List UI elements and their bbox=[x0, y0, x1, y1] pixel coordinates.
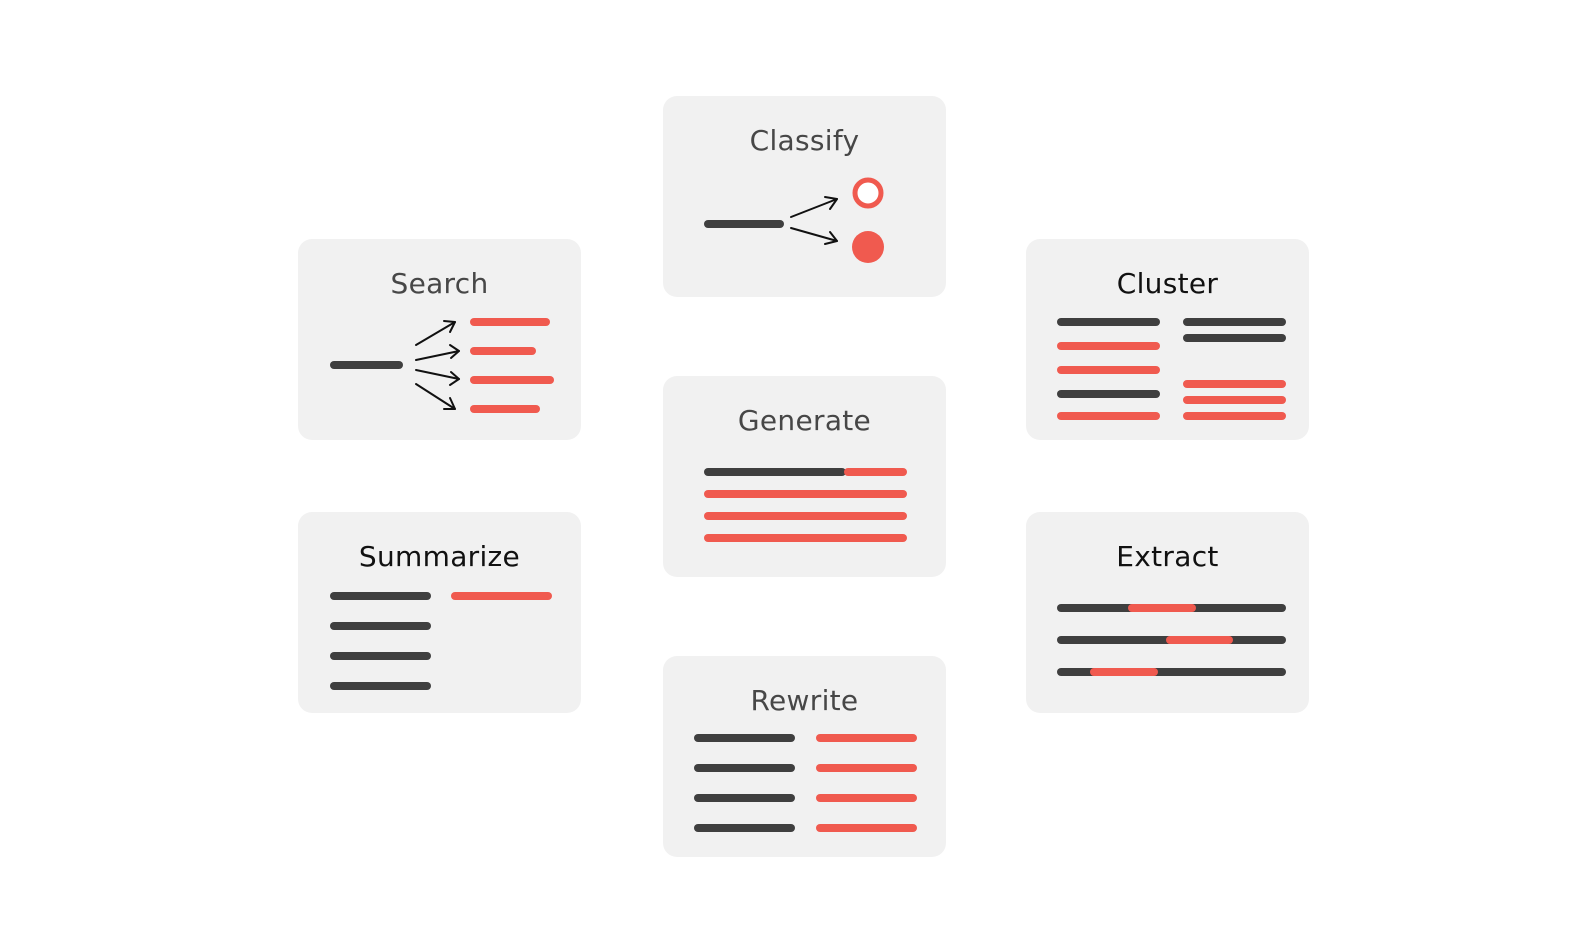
summarize-title: Summarize bbox=[358, 540, 521, 573]
extract-card: Extract bbox=[1026, 512, 1309, 713]
generate-card: Generate bbox=[663, 376, 946, 577]
cluster-illustration bbox=[1057, 318, 1286, 420]
classify-arrow-down-icon bbox=[790, 227, 838, 245]
extract-illustration bbox=[1057, 604, 1286, 676]
classify-title: Classify bbox=[749, 124, 860, 157]
rewrite-title: Rewrite bbox=[750, 684, 859, 717]
cluster-card: Cluster bbox=[1026, 239, 1309, 440]
search-title: Search bbox=[390, 267, 489, 300]
classify-card: Classify bbox=[663, 96, 946, 297]
rewrite-card: Rewrite bbox=[663, 656, 946, 857]
classify-filled-circle-icon bbox=[852, 231, 884, 263]
summarize-card: Summarize bbox=[298, 512, 581, 713]
search-arrow-1-icon bbox=[415, 320, 456, 346]
search-card: Search bbox=[298, 239, 581, 440]
classify-outlined-circle-icon bbox=[852, 177, 884, 209]
search-arrow-2-icon bbox=[415, 344, 460, 361]
summarize-illustration bbox=[330, 592, 552, 690]
generate-title: Generate bbox=[737, 404, 872, 437]
search-arrow-4-icon bbox=[415, 383, 456, 410]
generate-illustration bbox=[704, 468, 907, 542]
classify-arrow-up-icon bbox=[790, 196, 838, 218]
extract-title: Extract bbox=[1116, 540, 1219, 573]
classify-illustration bbox=[704, 177, 884, 263]
rewrite-illustration bbox=[694, 734, 917, 832]
cluster-title: Cluster bbox=[1116, 267, 1219, 300]
search-illustration bbox=[330, 318, 554, 413]
search-arrow-3-icon bbox=[415, 369, 460, 386]
